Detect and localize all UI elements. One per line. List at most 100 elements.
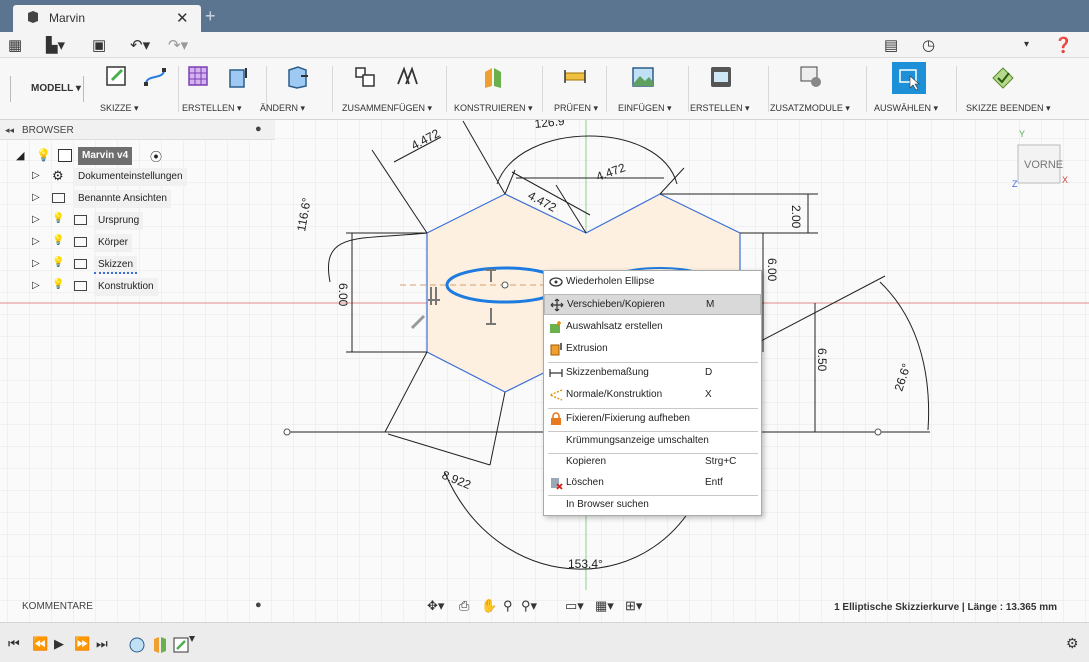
dim-600-left[interactable]: 6.00 [336,283,350,307]
play-icon[interactable]: ▶ [54,636,64,651]
view-cube[interactable]: Y VORNE X Z [1012,129,1068,189]
menu-repeat-ellipse[interactable]: Wiederholen Ellipse [544,272,761,293]
add-comment-icon[interactable]: ● [255,599,262,611]
document-tab[interactable]: Marvin ✕ [13,5,201,32]
group-insert[interactable]: EINFÜGEN ▾ [608,58,688,120]
move-icon [550,298,564,312]
dim-1166[interactable]: 116.6° [294,196,314,232]
expand-icon[interactable]: ▷ [32,214,40,225]
expand-icon[interactable]: ▷ [32,192,40,203]
go-to-start-icon[interactable]: ⏮ [8,636,20,651]
grid-menu-icon[interactable]: ▦ [8,37,23,54]
browser-item-sketches[interactable]: ▷ 💡 Skizzen [32,256,232,274]
orbit-icon[interactable]: ✥▾ [427,598,445,613]
group-construct[interactable]: KONSTRUIEREN ▾ [448,58,540,120]
step-back-icon[interactable]: ⏪ [32,636,49,651]
toolbar-ribbon: MODELL ▾ SKIZZE ▾ ERSTELLEN ▾ ÄNDERN ▾ Z… [0,58,1089,120]
new-tab-button[interactable]: + [205,6,216,26]
activate-radio-icon[interactable]: ⦿ [150,150,163,164]
expand-icon[interactable]: ▷ [32,170,40,181]
item-label: Konstruktion [94,278,158,296]
scripts-icon [800,66,821,87]
look-at-icon[interactable]: ⎙ [459,598,470,613]
group-make[interactable]: ERSTELLEN ▾ [690,58,768,120]
expand-icon[interactable]: ▷ [32,258,40,269]
clock-icon[interactable]: ◷ [922,37,936,54]
group-select[interactable]: AUSWÄHLEN ▾ [868,58,954,120]
browser-item-doc-settings[interactable]: ▷ ⚙ Dokumenteinstellungen [32,168,232,186]
visibility-bulb-icon[interactable]: 💡 [52,235,65,246]
group-inspect[interactable]: PRÜFEN ▾ [544,58,606,120]
step-forward-icon[interactable]: ⏩ [74,636,91,651]
menu-fix-unfix[interactable]: Fixieren/Fixierung aufheben [544,409,761,430]
collapse-icon[interactable]: ◂◂ [5,125,15,135]
menu-delete[interactable]: Löschen Entf [544,473,761,494]
browser-item-named-views[interactable]: ▷ Benannte Ansichten [32,190,232,208]
menu-find-in-browser[interactable]: In Browser suchen [566,499,649,510]
help-icon[interactable]: ❓ [1054,37,1073,54]
browser-item-origin[interactable]: ▷ 💡 Ursprung [32,212,232,230]
dim-1534[interactable]: 153.4° [568,557,603,571]
group-modify[interactable]: ÄNDERN ▾ [260,58,334,120]
vertical-constraint-icon[interactable] [428,287,440,305]
browser-pin-icon[interactable]: ● [255,123,262,135]
group-addins[interactable]: ZUSATZMODULE ▾ [770,58,866,120]
browser-item-construction[interactable]: ▷ 💡 Konstruktion [32,278,232,296]
fit-icon[interactable]: ⚲▾ [521,598,538,613]
undo-icon[interactable]: ↶▾ [130,37,151,54]
menu-extrude[interactable]: Extrusion [544,339,761,360]
axis-z-label: Z [1012,179,1018,189]
browser-item-bodies[interactable]: ▷ 💡 Körper [32,234,232,252]
viewports-icon[interactable]: ⊞▾ [625,598,643,613]
menu-normal-construction[interactable]: Normale/Konstruktion X [544,385,761,406]
file-icon[interactable]: ▙▾ [46,37,66,54]
menu-move-copy[interactable]: Verschieben/Kopieren M [544,294,761,315]
visibility-bulb-icon[interactable]: 💡 [52,213,65,224]
group-sketch[interactable]: SKIZZE ▾ [96,58,176,120]
component-icon [355,67,375,87]
expand-icon[interactable]: ▷ [32,236,40,247]
browser-root[interactable]: ◢ 💡 Marvin v4 ⦿ [16,147,216,165]
group-create[interactable]: ERSTELLEN ▾ [180,58,264,120]
context-menu: Wiederholen Ellipse Verschieben/Kopieren… [543,270,762,516]
dim-200[interactable]: 2.00 [789,205,803,229]
folder-icon [52,193,65,203]
grid-settings-icon[interactable]: ▦▾ [595,598,614,613]
browser-header[interactable]: ◂◂ BROWSER ● [0,120,275,140]
timeline-marker-icon [189,636,195,642]
expand-icon[interactable]: ◢ [16,150,25,162]
dim-1269[interactable]: 126.9 [534,120,566,131]
axis-x-label: X [1062,175,1068,185]
job-status-icon[interactable]: ▤ [884,37,899,54]
select-icon [892,62,926,94]
fusion-doc-icon [28,11,38,23]
menu-sketch-dimension[interactable]: Skizzenbemaßung D [544,363,761,384]
dim-650[interactable]: 6.50 [815,348,829,372]
save-icon[interactable]: ▣ [92,37,107,54]
visibility-bulb-icon[interactable]: 💡 [52,279,65,290]
tab-close-icon[interactable]: ✕ [176,10,189,27]
display-settings-icon[interactable]: ▭▾ [565,598,584,613]
menu-create-selection-set[interactable]: Auswahlsatz erstellen [544,317,761,338]
visibility-bulb-icon[interactable]: 💡 [52,257,65,268]
workspace-switcher[interactable]: MODELL ▾ [10,76,84,102]
zoom-icon[interactable]: ⚲ [503,598,513,613]
user-dropdown-icon[interactable]: ▾ [1024,39,1030,50]
axis-y-label: Y [1019,129,1025,139]
group-assemble[interactable]: ZUSAMMENFÜGEN ▾ [334,58,444,120]
dim-600-right[interactable]: 6.00 [765,258,779,282]
timeline-settings-icon[interactable]: ⚙ [1066,635,1079,651]
pan-icon[interactable]: ✋ [481,598,498,613]
menu-copy[interactable]: Kopieren Strg+C [566,456,737,467]
spline-icon [144,68,166,86]
redo-icon[interactable]: ↷▾ [168,37,189,54]
go-to-end-icon[interactable]: ⏭ [96,636,108,651]
ribbon-label-zusatzmodule: ZUSATZMODULE ▾ [770,103,850,113]
visibility-bulb-icon[interactable]: 💡 [36,148,51,162]
timeline-features[interactable] [128,636,198,654]
image-icon [632,67,654,87]
comments-panel[interactable]: KOMMENTARE ● [0,593,275,621]
group-stop-sketch[interactable]: SKIZZE BEENDEN ▾ [958,58,1058,120]
menu-toggle-curvature[interactable]: Krümmungsanzeige umschalten [566,435,709,446]
expand-icon[interactable]: ▷ [32,280,40,291]
